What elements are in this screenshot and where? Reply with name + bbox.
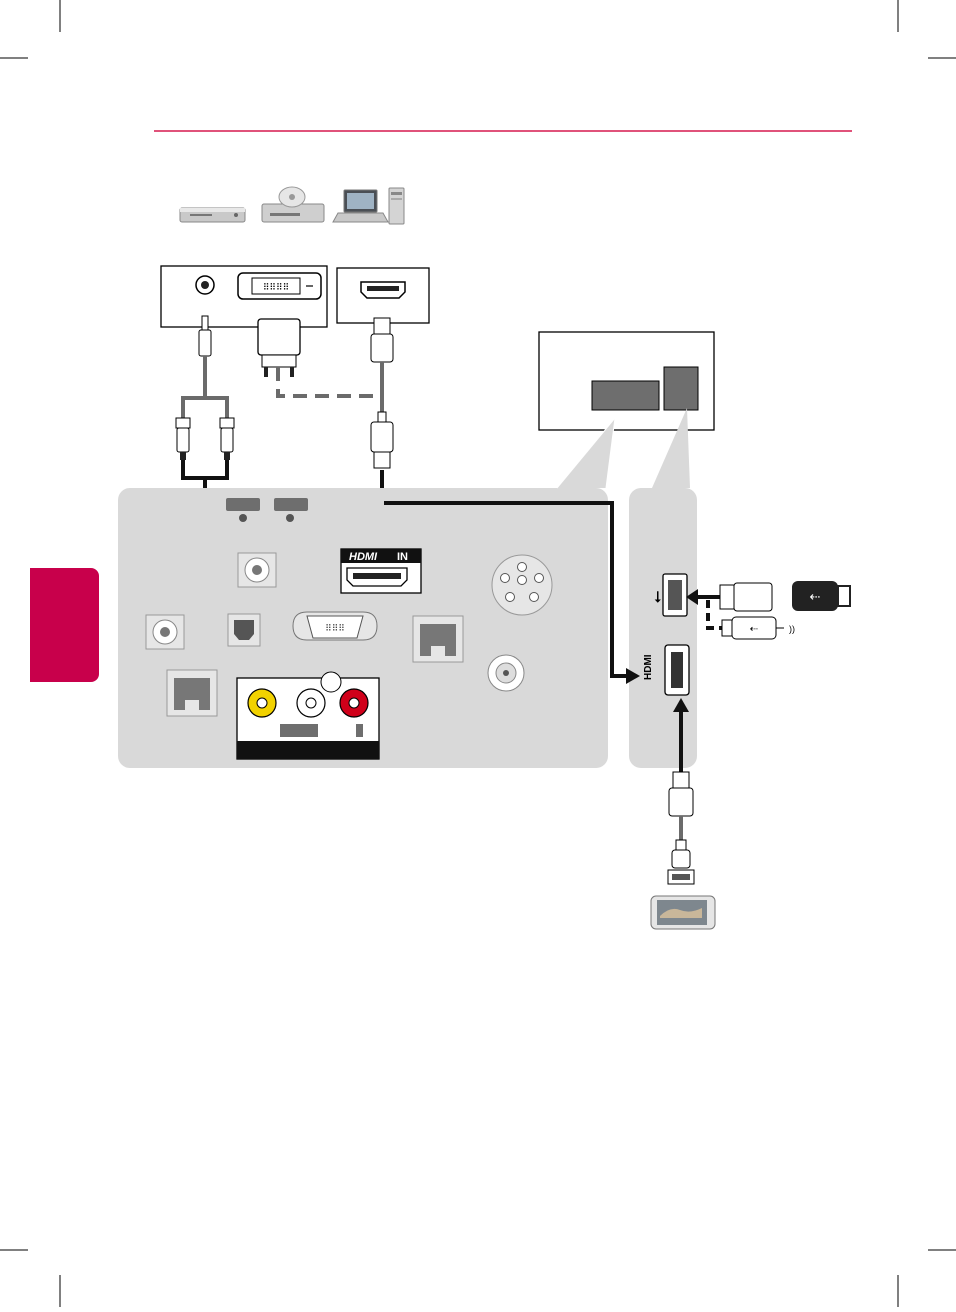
blu-ray-player-icon [262,187,324,222]
hdmi-port-icon [361,282,405,298]
hdmi-in-logo: HDMI [349,551,378,563]
dvi-port-icon: ⠿⠿⠿⠿ [238,273,321,299]
lan-port-2-icon [167,670,217,716]
laptop-icon [333,190,388,222]
smartphone-icon [651,896,715,929]
side-hdmi-label: HDMI [643,654,654,680]
usb-symbol-icon: ⭠ [649,590,666,603]
lan-port-icon [413,616,463,662]
svg-text:⇠: ⇠ [750,624,758,635]
svg-text:⠿⠿⠿: ⠿⠿⠿ [325,623,345,633]
usb-cable-icon: ⇠ )) [722,617,795,639]
mini-din-port-icon [492,555,552,615]
dvd-player-icon [180,208,245,222]
dvi-hdmi-cable [258,319,382,396]
svg-text:⠿⠿⠿⠿: ⠿⠿⠿⠿ [263,282,289,292]
optical-port-icon [228,614,260,646]
callout-usb-slot [664,367,698,410]
usb-port-icon [663,574,687,616]
hdmi-in-label: IN [397,551,408,563]
audio-jack-icon [196,276,214,294]
hdmi-in-port: HDMI IN [341,549,421,593]
audio-in-port-icon [146,615,184,649]
side-panel [629,488,697,768]
antenna-port-icon [488,655,524,691]
av-input-block [237,672,379,759]
callout-hdmi-slot [592,381,659,410]
vga-port-icon: ⠿⠿⠿ [293,612,377,640]
svg-text:⇠: ⇠ [810,589,821,604]
usb-device-icon: ⇠ [792,581,850,611]
coax-audio-port-icon [238,553,276,587]
svg-text:)): )) [789,624,795,634]
usb-flash-drive-icon [720,583,772,611]
desktop-tower-icon [389,188,404,224]
side-hdmi-port-icon [665,645,689,695]
